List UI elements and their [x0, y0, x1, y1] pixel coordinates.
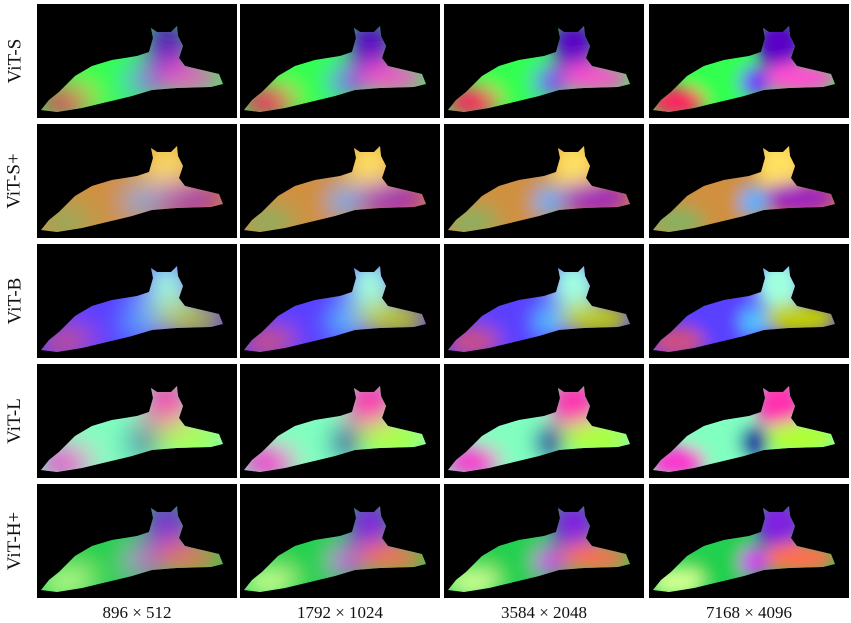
- cat-silhouette-image: [37, 364, 237, 478]
- cat-silhouette-image: [240, 124, 440, 238]
- cat-silhouette-image: [37, 4, 237, 118]
- feature-map-panel: [240, 364, 440, 478]
- feature-map-panel: [444, 124, 644, 238]
- cat-silhouette-image: [444, 484, 644, 598]
- feature-map-panel: [240, 4, 440, 118]
- row-label-text: ViT-L: [4, 398, 25, 444]
- feature-map-panel: [240, 484, 440, 598]
- feature-map-panel: [240, 244, 440, 358]
- feature-map-panel: [240, 124, 440, 238]
- cat-silhouette-image: [37, 124, 237, 238]
- cat-silhouette-image: [240, 244, 440, 358]
- feature-map-panel: [649, 244, 849, 358]
- column-resolution-label: 7168 × 4096: [705, 603, 793, 622]
- feature-map-panel: [649, 364, 849, 478]
- row-label: ViT-S: [0, 4, 30, 118]
- feature-map-panel: [37, 484, 237, 598]
- feature-map-panel: [37, 364, 237, 478]
- row-label-text: ViT-H+: [4, 511, 26, 571]
- feature-map-panel: [444, 4, 644, 118]
- cat-silhouette-image: [444, 124, 644, 238]
- cat-silhouette-image: [37, 244, 237, 358]
- cat-silhouette-image: [240, 364, 440, 478]
- cat-silhouette-image: [240, 484, 440, 598]
- cat-silhouette-image: [649, 4, 849, 118]
- feature-map-panel: [649, 4, 849, 118]
- row-label-text: ViT-S+: [4, 153, 25, 209]
- feature-map-panel: [444, 244, 644, 358]
- feature-map-panel: [37, 4, 237, 118]
- row-label-text: ViT-S: [4, 38, 25, 84]
- column-resolution-label: 3584 × 2048: [500, 603, 588, 622]
- cat-silhouette-image: [649, 124, 849, 238]
- row-label: ViT-L: [0, 364, 30, 478]
- cat-silhouette-image: [444, 244, 644, 358]
- row-label: ViT-S+: [0, 124, 30, 238]
- cat-silhouette-image: [649, 484, 849, 598]
- feature-map-panel: [37, 124, 237, 238]
- cat-silhouette-image: [649, 244, 849, 358]
- cat-silhouette-image: [649, 364, 849, 478]
- row-label: ViT-H+: [0, 484, 30, 598]
- feature-map-panel: [37, 244, 237, 358]
- feature-map-panel: [649, 484, 849, 598]
- row-label: ViT-B: [0, 244, 30, 358]
- cat-silhouette-image: [37, 484, 237, 598]
- row-label-text: ViT-B: [4, 277, 26, 325]
- feature-map-panel: [649, 124, 849, 238]
- column-resolution-label: 896 × 512: [102, 603, 172, 622]
- feature-map-panel: [444, 364, 644, 478]
- cat-silhouette-image: [444, 364, 644, 478]
- cat-silhouette-image: [444, 4, 644, 118]
- column-resolution-label: 1792 × 1024: [296, 603, 384, 622]
- cat-silhouette-image: [240, 4, 440, 118]
- feature-map-panel: [444, 484, 644, 598]
